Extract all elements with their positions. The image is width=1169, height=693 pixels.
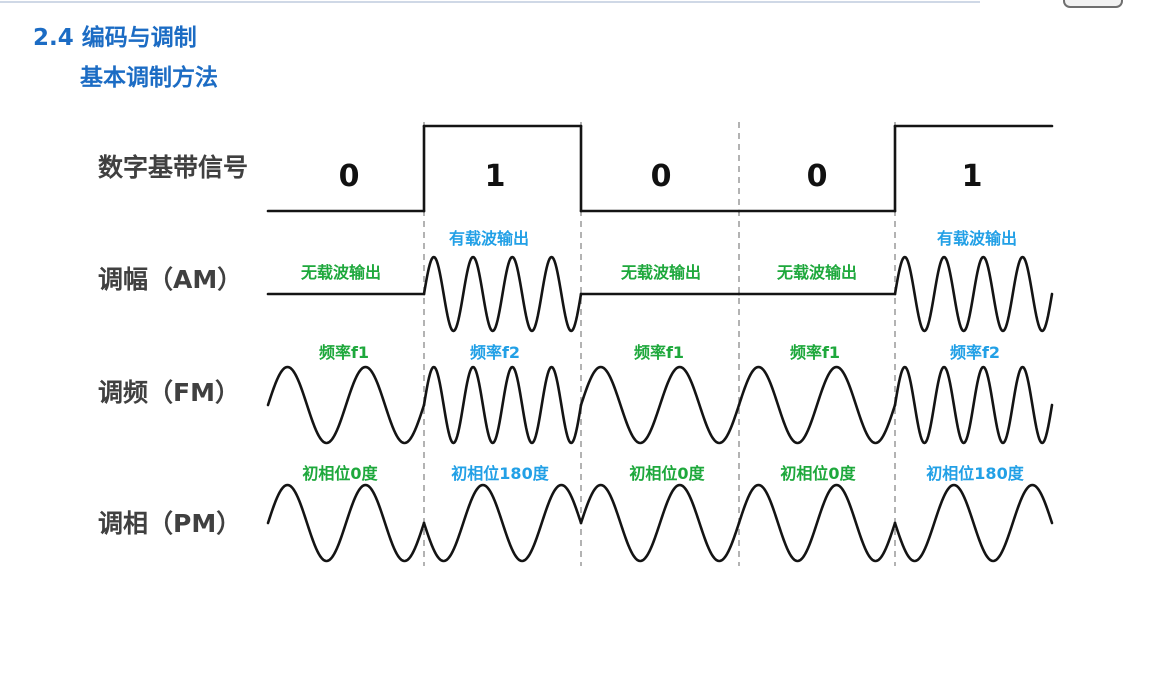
slide-title: 2.4 编码与调制 <box>33 25 197 51</box>
am-carrier-wave-segment <box>893 255 1054 333</box>
fm-segment-label: 频率f2 <box>469 343 521 362</box>
pm-wave-segment-phase-0 <box>266 483 426 563</box>
row-label-fm: 调频（FM） <box>98 378 240 407</box>
fm-segment-label: 频率f1 <box>318 343 370 362</box>
bit-value: 0 <box>806 159 828 194</box>
am-segment-label: 有载波输出 <box>448 229 530 248</box>
row-label-am: 调幅（AM） <box>98 265 243 294</box>
pm-wave-segment-phase-0 <box>737 483 897 563</box>
pm-segment-label: 初相位180度 <box>926 464 1024 483</box>
am-carrier-wave-segment <box>422 255 583 333</box>
pm-wave-segment-phase-0 <box>579 483 741 563</box>
pm-segment-label: 初相位0度 <box>302 464 378 483</box>
fm-wave-segment-f2 <box>422 365 583 445</box>
bit-value: 1 <box>484 159 506 194</box>
top-divider <box>0 1 980 3</box>
row-label-pm: 调相（PM） <box>98 509 242 538</box>
toolbar-button[interactable] <box>1063 0 1123 8</box>
fm-segment-label: 频率f2 <box>949 343 1001 362</box>
slide-subtitle: 基本调制方法 <box>80 65 218 91</box>
fm-segment-label: 频率f1 <box>633 343 685 362</box>
pm-segment-label: 初相位0度 <box>629 464 705 483</box>
fm-wave-segment-f1 <box>266 365 426 445</box>
fm-wave-segment-f2 <box>893 365 1054 445</box>
am-segment-label: 无载波输出 <box>620 263 702 282</box>
pm-segment-label: 初相位0度 <box>780 464 856 483</box>
bit-value: 1 <box>961 159 983 194</box>
am-segment-label: 无载波输出 <box>300 263 382 282</box>
fm-segment-label: 频率f1 <box>789 343 841 362</box>
fm-wave-segment-f1 <box>579 365 741 445</box>
bit-value: 0 <box>338 159 360 194</box>
am-segment-label: 无载波输出 <box>776 263 858 282</box>
am-segment-label: 有载波输出 <box>936 229 1018 248</box>
row-label-baseband: 数字基带信号 <box>98 153 249 182</box>
pm-segment-label: 初相位180度 <box>451 464 549 483</box>
pm-wave-segment-phase-180 <box>422 483 583 563</box>
pm-wave-segment-phase-180 <box>893 483 1054 563</box>
bit-value: 0 <box>650 159 672 194</box>
fm-wave-segment-f1 <box>737 365 897 445</box>
